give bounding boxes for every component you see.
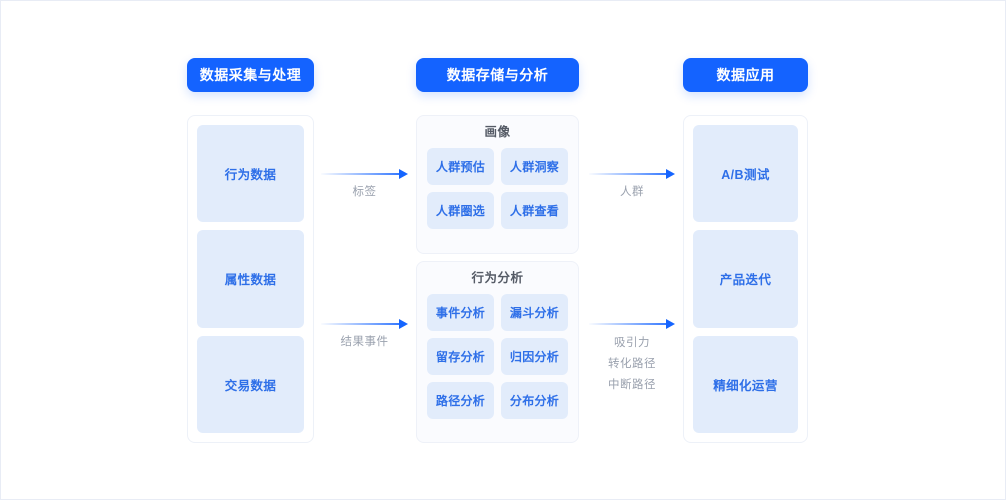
chip-funnel-analysis[interactable]: 漏斗分析 (501, 294, 568, 331)
group-behavior-analysis: 行为分析 事件分析 漏斗分析 留存分析 归因分析 路径分析 分布分析 (416, 261, 579, 443)
data-application-item-list: A/B测试 产品迭代 精细化运营 (693, 125, 798, 433)
arrow-head-icon (666, 319, 675, 329)
panel-data-application: A/B测试 产品迭代 精细化运营 (683, 115, 808, 443)
data-collection-item-list: 行为数据 属性数据 交易数据 (197, 125, 304, 433)
group-profile-title: 画像 (484, 125, 511, 139)
arrow-head-icon (399, 169, 408, 179)
column-header-data-collection[interactable]: 数据采集与处理 (187, 58, 314, 92)
arrow-head-icon (399, 319, 408, 329)
card-attribute-data[interactable]: 属性数据 (197, 230, 304, 328)
arrow-label-result-event: 结果事件 (340, 336, 389, 348)
arrow-line (321, 173, 399, 175)
arrow-label-behavior-metrics: 吸引力 转化路径 中断路径 (589, 333, 675, 396)
arrow-line (589, 323, 666, 325)
group-profile: 画像 人群预估 人群洞察 人群圈选 人群查看 (416, 115, 579, 254)
group-behavior-analysis-title: 行为分析 (471, 271, 524, 285)
card-transaction-data[interactable]: 交易数据 (197, 335, 304, 433)
arrow-result-event (321, 319, 408, 329)
chip-audience-view[interactable]: 人群查看 (501, 192, 568, 229)
arrow-behavior-metrics (589, 319, 675, 329)
card-refined-operation[interactable]: 精细化运营 (693, 335, 798, 433)
chip-audience-insight[interactable]: 人群洞察 (501, 148, 568, 185)
chip-attribution-analysis[interactable]: 归因分析 (501, 338, 568, 375)
card-ab-test[interactable]: A/B测试 (693, 125, 798, 223)
chip-distribution-analysis[interactable]: 分布分析 (501, 382, 568, 419)
chip-event-analysis[interactable]: 事件分析 (427, 294, 494, 331)
group-behavior-analysis-grid: 事件分析 漏斗分析 留存分析 归因分析 路径分析 分布分析 (417, 294, 578, 429)
arrow-label-conversion-path: 转化路径 (608, 358, 656, 370)
arrow-label-tag: 标签 (352, 186, 377, 198)
column-header-data-application[interactable]: 数据应用 (683, 58, 808, 92)
card-behavior-data[interactable]: 行为数据 (197, 125, 304, 223)
chip-audience-selection[interactable]: 人群圈选 (427, 192, 494, 229)
chip-path-analysis[interactable]: 路径分析 (427, 382, 494, 419)
arrow-line (321, 323, 399, 325)
arrow-tag (321, 169, 408, 179)
arrow-label-interrupt-path: 中断路径 (608, 379, 656, 391)
arrow-line (589, 173, 666, 175)
arrow-label-attraction: 吸引力 (614, 337, 650, 349)
column-header-data-storage-analysis[interactable]: 数据存储与分析 (416, 58, 579, 92)
arrow-label-audience: 人群 (620, 186, 644, 198)
group-profile-grid: 人群预估 人群洞察 人群圈选 人群查看 (417, 148, 578, 239)
arrow-audience (589, 169, 675, 179)
chip-audience-estimate[interactable]: 人群预估 (427, 148, 494, 185)
arrow-head-icon (666, 169, 675, 179)
chip-retention-analysis[interactable]: 留存分析 (427, 338, 494, 375)
panel-data-collection: 行为数据 属性数据 交易数据 (187, 115, 314, 443)
card-product-iteration[interactable]: 产品迭代 (693, 230, 798, 328)
